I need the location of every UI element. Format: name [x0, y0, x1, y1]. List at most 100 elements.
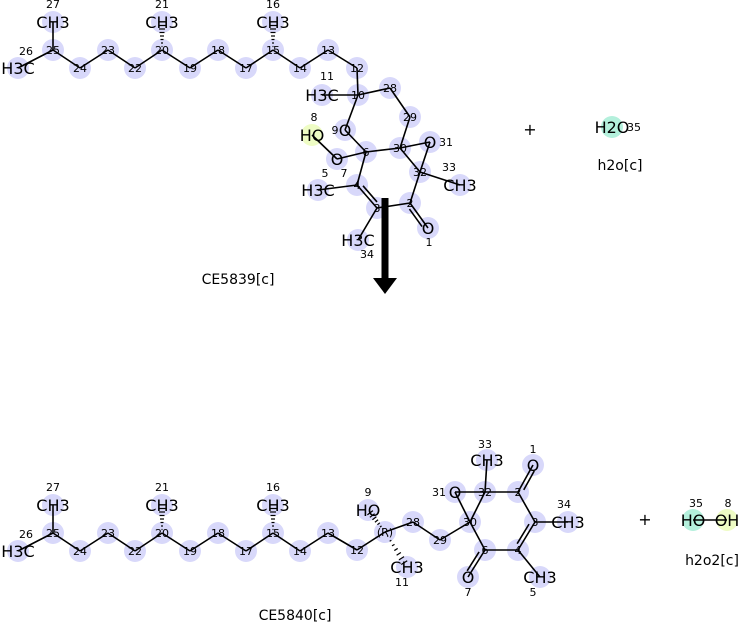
- bond: [161, 532, 191, 552]
- atom-label-33: CH3: [443, 176, 476, 195]
- atom-number: 9: [365, 486, 372, 499]
- bond: [517, 521, 536, 551]
- bond: [189, 49, 219, 69]
- bond: [217, 49, 247, 69]
- bond: [517, 549, 541, 578]
- stereo-hash-bond: [366, 510, 374, 516]
- atom-number: 31: [432, 486, 446, 499]
- bond: [356, 531, 386, 551]
- atom-number: 3: [374, 202, 381, 215]
- stereo-hash-bond: [389, 539, 392, 542]
- atom-number: 4: [354, 179, 361, 192]
- double-bond-line: [362, 185, 378, 203]
- atom-number: 19: [183, 62, 197, 75]
- atom-number: 2: [515, 486, 522, 499]
- stereo-hash-bond: [393, 547, 399, 552]
- bond: [344, 129, 367, 153]
- atom-number: 1: [530, 443, 537, 456]
- atom-number: 23: [101, 527, 115, 540]
- atom-label-27: CH3: [36, 13, 69, 32]
- atom-highlight: [396, 556, 418, 578]
- atom-highlight: [151, 494, 173, 516]
- atom-number: 13: [321, 527, 335, 540]
- atom-number: 18: [211, 44, 225, 57]
- atom-label-26: H3C: [1, 542, 34, 561]
- atom-label-9: O: [339, 121, 352, 140]
- atom-label-34: H3C: [341, 231, 374, 250]
- bond: [17, 532, 54, 552]
- bond: [356, 151, 367, 186]
- stereo-hash-bond: [396, 552, 402, 556]
- atom-number: 14: [293, 545, 307, 558]
- atom-number: 30: [463, 516, 477, 529]
- stereo-hash-bond: [391, 543, 395, 547]
- atom-number: 6: [363, 146, 370, 159]
- bond: [107, 49, 136, 69]
- atom-number: 33: [442, 161, 456, 174]
- bond: [52, 532, 81, 552]
- bond: [412, 521, 441, 541]
- product-name-ce5840: CE5840[c]: [259, 608, 332, 624]
- bond: [357, 207, 378, 241]
- atom-label-5: CH3: [523, 568, 556, 587]
- stereo-hash-bond: [382, 528, 384, 531]
- atom-number: 8: [725, 497, 732, 510]
- atom-number: 34: [360, 248, 374, 261]
- atom-number: 14: [293, 62, 307, 75]
- atom-number: 15: [266, 44, 280, 57]
- bond: [517, 491, 536, 523]
- atom-label-21: CH3: [145, 13, 178, 32]
- bond: [217, 532, 247, 552]
- bond: [384, 521, 414, 533]
- double-bond-line: [516, 523, 530, 545]
- atom-number: 28: [406, 516, 420, 529]
- bond: [245, 49, 274, 69]
- atom-number: 27: [46, 0, 60, 11]
- atom-number: 34: [557, 498, 571, 511]
- atom-label-8: OH: [715, 511, 740, 530]
- bond: [439, 521, 471, 541]
- atom-label-9: HO: [356, 501, 381, 520]
- atom-number: 7: [465, 586, 472, 599]
- bond: [161, 49, 191, 69]
- bond: [134, 532, 163, 552]
- atom-number: 5: [530, 586, 537, 599]
- atom-number: 29: [403, 111, 417, 124]
- bond: [469, 491, 486, 523]
- reactant-name-h2o: h2o[c]: [598, 158, 643, 174]
- stereo-hash-bond: [377, 522, 381, 526]
- product-name-h2o2: h2o2[c]: [685, 553, 739, 569]
- atom-number: 20: [155, 44, 169, 57]
- bond: [454, 491, 471, 523]
- bond: [365, 147, 401, 153]
- atom-number: 15: [266, 527, 280, 540]
- bond: [409, 202, 429, 229]
- atom-number: 30: [393, 142, 407, 155]
- bond: [299, 49, 329, 69]
- atom-number: 35: [689, 497, 703, 510]
- atom-number: 21: [155, 0, 169, 11]
- bond: [52, 49, 81, 69]
- atom-number: 7: [341, 167, 348, 180]
- stereo-hash-bond: [369, 513, 375, 518]
- bond: [327, 49, 358, 69]
- atom-number: 24: [73, 62, 87, 75]
- atom-label-26: H3C: [1, 59, 34, 78]
- atom-number: 19: [183, 545, 197, 558]
- atom-number: 26: [19, 45, 33, 58]
- atom-number: (R): [377, 526, 393, 539]
- atom-label-7: O: [462, 568, 475, 587]
- bond: [17, 49, 54, 69]
- bond: [327, 532, 358, 551]
- atom-number: 22: [128, 62, 142, 75]
- atom-label-35: HO: [681, 511, 706, 530]
- bond: [317, 184, 358, 191]
- atom-number: 25: [46, 527, 60, 540]
- bond: [356, 67, 359, 96]
- bond: [245, 532, 274, 552]
- stereo-hash-bond: [387, 535, 389, 538]
- atom-number: 4: [515, 544, 522, 557]
- atom-label-27: CH3: [36, 496, 69, 515]
- atom-label-8: HO: [300, 126, 325, 145]
